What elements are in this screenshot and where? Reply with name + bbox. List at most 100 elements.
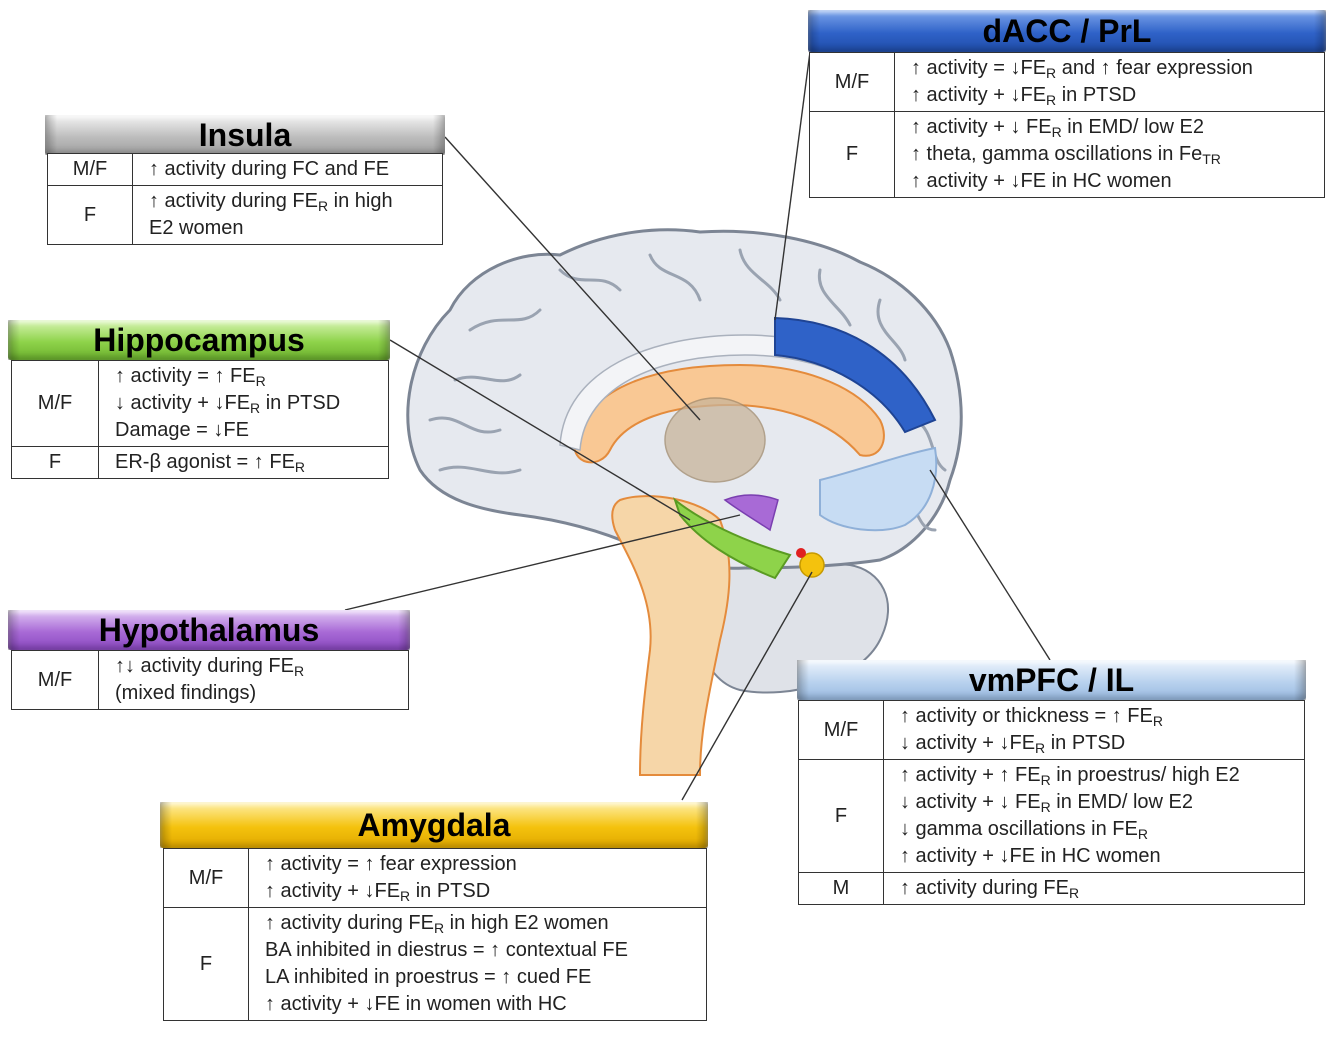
finding-text: in high E2 women <box>444 912 609 934</box>
subscript: R <box>318 198 328 214</box>
finding-text: in high <box>328 190 393 212</box>
hippocampus-row-key: F <box>12 447 99 479</box>
subscript: R <box>1046 92 1056 108</box>
insula-row-key: M/F <box>48 154 133 186</box>
subscript: R <box>250 400 260 416</box>
finding-text: ↑ activity or thickness = ↑ FE <box>900 705 1153 727</box>
dacc-row-findings: ↑ activity + ↓ FER in EMD/ low E2↑ theta… <box>895 112 1325 198</box>
vmpfc-finding-line: ↓ gamma oscillations in FER <box>900 816 1304 843</box>
hippocampus-row: M/F↑ activity = ↑ FER↓ activity + ↓FER i… <box>12 361 389 447</box>
subscript: R <box>1138 826 1148 842</box>
vmpfc-row: F↑ activity + ↑ FER in proestrus/ high E… <box>799 760 1305 873</box>
insula-finding-line: E2 women <box>149 215 442 242</box>
subscript: R <box>1069 885 1079 901</box>
vmpfc-table: M/F↑ activity or thickness = ↑ FER↓ acti… <box>798 700 1305 905</box>
subscript: R <box>1041 799 1051 815</box>
finding-text: ↑ activity + ↓FE <box>911 84 1046 106</box>
finding-text: ↑ activity during FE <box>900 877 1069 899</box>
hypothalamus-finding-line: (mixed findings) <box>115 680 408 707</box>
vmpfc-row-findings: ↑ activity during FER <box>884 873 1305 905</box>
finding-text: ↓ activity + ↓FE <box>115 392 250 414</box>
hypothalamus-table: M/F↑↓ activity during FER(mixed findings… <box>11 650 409 710</box>
vmpfc-finding-line: ↑ activity + ↓FE in HC women <box>900 843 1304 870</box>
finding-text: in PTSD <box>260 392 340 414</box>
finding-text: ↓ gamma oscillations in FE <box>900 818 1138 840</box>
finding-text: ↑ activity + ↓FE in HC women <box>911 170 1172 192</box>
finding-text: ↑ activity during FC and FE <box>149 158 389 180</box>
finding-text: in proestrus/ high E2 <box>1051 764 1240 786</box>
hypothalamus-row: M/F↑↓ activity during FER(mixed findings… <box>12 651 409 710</box>
dacc-table: M/F↑ activity = ↓FER and ↑ fear expressi… <box>809 52 1325 198</box>
hypothalamus-title: Hypothalamus <box>99 612 319 649</box>
subscript: R <box>400 888 410 904</box>
subscript: R <box>1046 65 1056 81</box>
vmpfc-panel: vmPFC / IL M/F ↑ activity or thickness = … <box>797 660 1306 935</box>
amygdala-row: F↑ activity during FER in high E2 womenB… <box>164 908 707 1021</box>
finding-text: ↑ theta, gamma oscillations in Fe <box>911 143 1202 165</box>
hypothalamus-finding-line: ↑↓ activity during FER <box>115 653 408 680</box>
dacc-finding-line: ↑ activity + ↓FER in PTSD <box>911 82 1324 109</box>
vmpfc-finding-line: ↓ activity + ↓FER in PTSD <box>900 730 1304 757</box>
dacc-row-key: M/F <box>810 53 895 112</box>
insula-row-key: F <box>48 186 133 245</box>
hippocampus-finding-line: ER-β agonist = ↑ FER <box>115 449 388 476</box>
dacc-row: F↑ activity + ↓ FER in EMD/ low E2↑ thet… <box>810 112 1325 198</box>
finding-text: ↑ activity = ↓FE <box>911 57 1046 79</box>
dacc-row: M/F↑ activity = ↓FER and ↑ fear expressi… <box>810 53 1325 112</box>
finding-text: (mixed findings) <box>115 682 256 704</box>
finding-text: ↑↓ activity during FE <box>115 655 294 677</box>
finding-text: BA inhibited in diestrus = ↑ contextual … <box>265 939 628 961</box>
amygdala-banner: Amygdala <box>160 802 708 848</box>
amygdala-marker <box>796 548 806 558</box>
hippocampus-row-findings: ER-β agonist = ↑ FER <box>99 447 389 479</box>
amygdala-finding-line: ↑ activity + ↓FE in women with HC <box>265 991 706 1018</box>
amygdala-row: M/F↑ activity = ↑ fear expression↑ activ… <box>164 849 707 908</box>
subscript: R <box>294 663 304 679</box>
finding-text: LA inhibited in proestrus = ↑ cued FE <box>265 966 591 988</box>
finding-text: ↓ activity + ↓FE <box>900 732 1035 754</box>
amygdala-title: Amygdala <box>358 807 511 844</box>
dacc-row-key: F <box>810 112 895 198</box>
subscript: R <box>295 459 305 475</box>
finding-text: ↑ activity + ↓FE in women with HC <box>265 993 567 1015</box>
dacc-row-findings: ↑ activity = ↓FER and ↑ fear expression ↑… <box>895 53 1325 112</box>
vmpfc-row-key: M/F <box>799 701 884 760</box>
amygdala-row-findings: ↑ activity = ↑ fear expression ↑ activity… <box>249 849 707 908</box>
finding-text: in PTSD <box>1045 732 1125 754</box>
hippocampus-finding-line: ↑ activity = ↑ FER <box>115 363 388 390</box>
vmpfc-finding-line: ↑ activity + ↑ FER in proestrus/ high E2 <box>900 762 1304 789</box>
vmpfc-finding-line: ↑ activity or thickness = ↑ FER <box>900 703 1304 730</box>
hypothalamus-panel: Hypothalamus M/F↑↓ activity during FER(m… <box>8 610 410 716</box>
finding-text: in PTSD <box>410 880 490 902</box>
insula-region <box>665 398 765 482</box>
hypothalamus-banner: Hypothalamus <box>8 610 410 650</box>
amygdala-finding-line: ↑ activity = ↑ fear expression <box>265 851 706 878</box>
insula-finding-line: ↑ activity during FC and FE <box>149 156 442 183</box>
subscript: R <box>434 920 444 936</box>
dacc-finding-line: ↑ activity + ↓FE in HC women <box>911 168 1324 195</box>
hippocampus-title: Hippocampus <box>93 322 305 359</box>
finding-text: ↑ activity + ↓ FE <box>911 116 1052 138</box>
vmpfc-banner: vmPFC / IL <box>797 660 1306 700</box>
finding-text: ↑ activity during FE <box>265 912 434 934</box>
dacc-finding-line: ↑ theta, gamma oscillations in FeTR <box>911 141 1324 168</box>
finding-text: ↓ activity + ↓ FE <box>900 791 1041 813</box>
finding-text: ↑ activity + ↑ FE <box>900 764 1041 786</box>
vmpfc-row: M/F ↑ activity or thickness = ↑ FER↓ acti… <box>799 701 1305 760</box>
hippocampus-panel: Hippocampus M/F↑ activity = ↑ FER↓ activ… <box>8 320 390 490</box>
hypothalamus-row-findings: ↑↓ activity during FER(mixed findings) <box>99 651 409 710</box>
finding-text: in PTSD <box>1056 84 1136 106</box>
finding-text: ↑ activity = ↑ fear expression <box>265 853 517 875</box>
finding-text: in EMD/ low E2 <box>1062 116 1204 138</box>
insula-finding-line: ↑ activity during FER in high <box>149 188 442 215</box>
finding-text: ↑ activity + ↓FE <box>265 880 400 902</box>
insula-row-findings: ↑ activity during FC and FE <box>133 154 443 186</box>
amygdala-finding-line: ↑ activity + ↓FER in PTSD <box>265 878 706 905</box>
insula-banner: Insula <box>45 115 445 155</box>
finding-text: and ↑ fear expression <box>1056 57 1253 79</box>
amygdala-panel: Amygdala M/F↑ activity = ↑ fear expressi… <box>160 802 708 1047</box>
